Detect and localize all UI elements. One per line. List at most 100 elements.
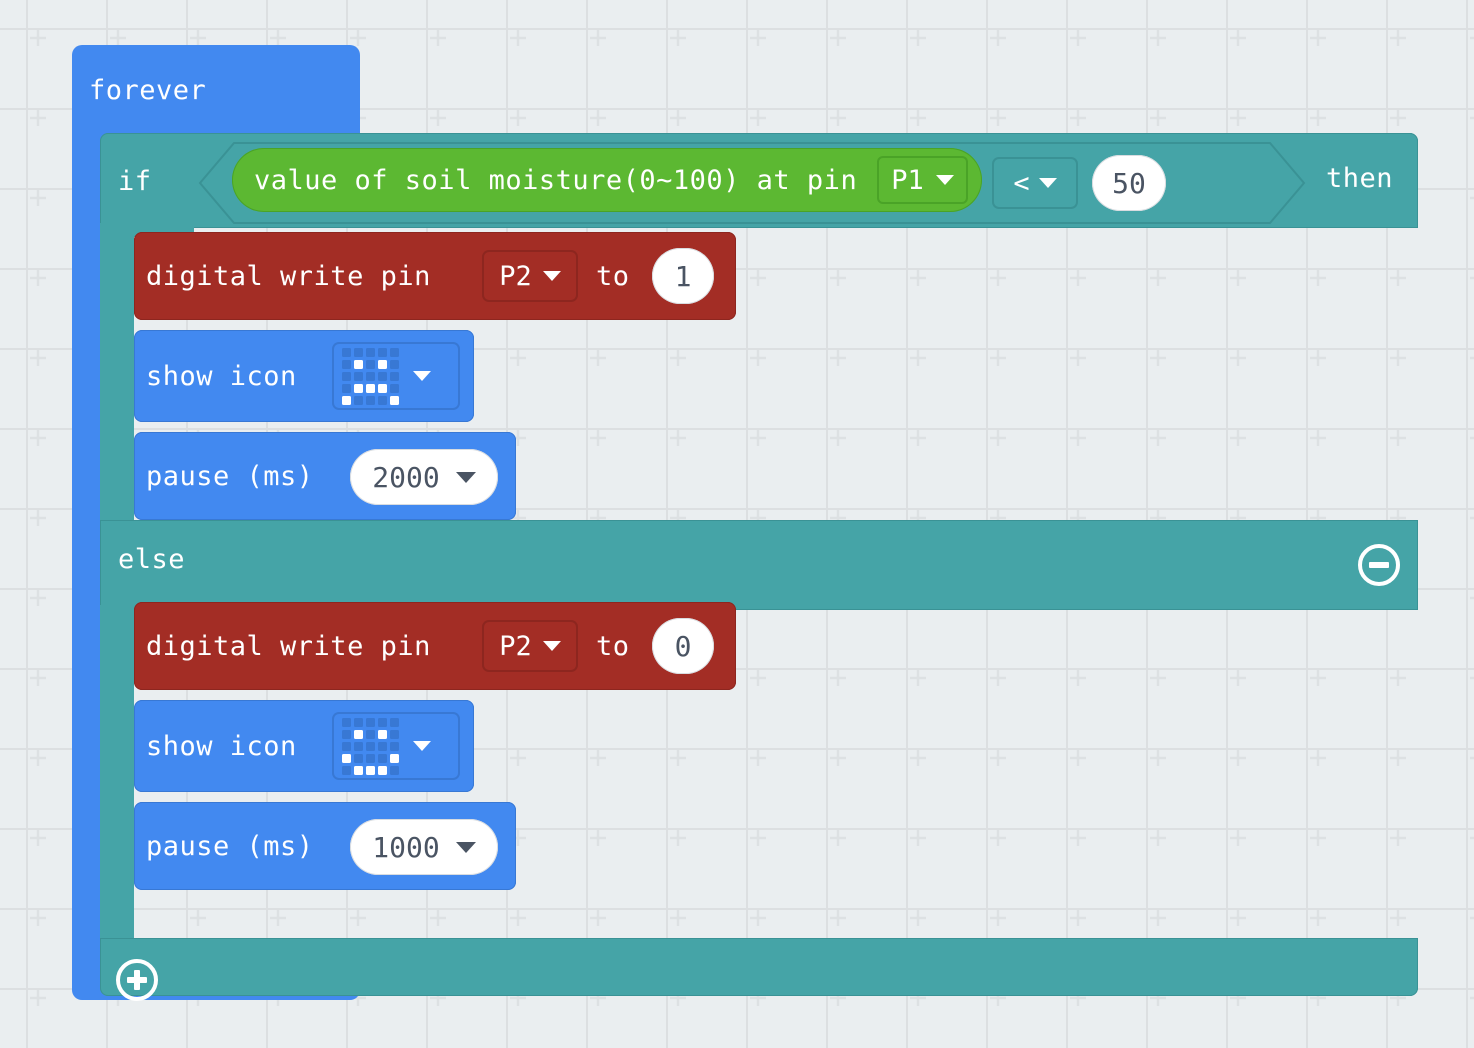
forever-label: forever <box>89 75 207 106</box>
digital-write-value: 1 <box>674 259 692 293</box>
led-on <box>390 753 399 763</box>
led-off <box>366 729 375 739</box>
led-off <box>366 395 375 405</box>
led-off <box>354 347 363 357</box>
led-on <box>366 383 375 393</box>
led-off <box>342 383 351 393</box>
comparison-number-field[interactable]: 50 <box>1092 155 1166 211</box>
pause-duration-dropdown[interactable]: 1000 <box>350 819 498 875</box>
chevron-down-icon <box>935 175 954 185</box>
led-on <box>378 359 387 369</box>
pause-label: pause (ms) <box>146 831 314 862</box>
digital-write-pin-value: P2 <box>499 630 532 662</box>
forever-block-header[interactable] <box>72 45 360 137</box>
led-off <box>378 371 387 381</box>
led-off <box>390 717 399 727</box>
led-off <box>366 347 375 357</box>
pause-block[interactable]: pause (ms) 2000 <box>134 432 516 520</box>
else-branch-spine <box>100 605 134 945</box>
comparison-operator-value: < <box>1013 167 1030 199</box>
digital-write-label: digital write pin <box>146 631 431 662</box>
digital-write-to-label: to <box>596 261 630 292</box>
led-on <box>378 383 387 393</box>
digital-write-block[interactable]: digital write pin P2 to 1 <box>134 232 736 320</box>
chevron-down-icon <box>413 371 431 381</box>
chevron-down-icon <box>542 271 561 281</box>
led-off <box>354 741 363 751</box>
plus-circle-icon[interactable] <box>116 959 158 1001</box>
chevron-down-icon <box>1038 178 1057 188</box>
pause-label: pause (ms) <box>146 461 314 492</box>
led-off <box>342 729 351 739</box>
led-off <box>390 729 399 739</box>
digital-write-label: digital write pin <box>146 261 431 292</box>
show-icon-label: show icon <box>146 361 297 392</box>
chevron-down-icon <box>542 641 561 651</box>
led-off <box>366 741 375 751</box>
soil-moisture-label: value of soil moisture(0~100) at pin <box>254 164 858 196</box>
led-off <box>390 741 399 751</box>
chevron-down-icon <box>455 841 476 853</box>
led-off <box>354 753 363 763</box>
led-off <box>354 717 363 727</box>
else-clause-header[interactable] <box>100 520 1418 610</box>
led-off <box>342 359 351 369</box>
led-off <box>378 717 387 727</box>
plus-bar-vertical <box>134 970 140 990</box>
if-label: if <box>118 166 152 197</box>
pause-duration-dropdown[interactable]: 2000 <box>350 449 498 505</box>
show-icon-block[interactable]: show icon <box>134 330 474 422</box>
comparison-number-value: 50 <box>1112 166 1146 200</box>
pause-block[interactable]: pause (ms) 1000 <box>134 802 516 890</box>
led-off <box>390 765 399 775</box>
digital-write-block[interactable]: digital write pin P2 to 0 <box>134 602 736 690</box>
led-off <box>342 347 351 357</box>
sad-face-led-icon <box>342 717 399 775</box>
minus-bar <box>1369 562 1389 568</box>
led-off <box>378 741 387 751</box>
digital-write-value: 0 <box>674 629 692 663</box>
pause-duration-value: 1000 <box>372 830 440 864</box>
led-off <box>342 371 351 381</box>
digital-write-value-field[interactable]: 1 <box>652 248 714 304</box>
digital-write-to-label: to <box>596 631 630 662</box>
led-off <box>354 395 363 405</box>
led-off <box>342 741 351 751</box>
led-matrix-dropdown[interactable] <box>332 712 460 780</box>
led-off <box>390 383 399 393</box>
led-on <box>342 395 351 405</box>
digital-write-pin-dropdown[interactable]: P2 <box>482 250 578 302</box>
minus-circle-icon[interactable] <box>1358 544 1400 586</box>
led-off <box>366 371 375 381</box>
led-on <box>366 765 375 775</box>
soil-moisture-reporter-block[interactable]: value of soil moisture(0~100) at pin P1 <box>232 148 982 212</box>
digital-write-pin-value: P2 <box>499 260 532 292</box>
soil-pin-dropdown[interactable]: P1 <box>877 156 968 204</box>
happy-face-led-icon <box>342 347 399 405</box>
led-on <box>390 395 399 405</box>
led-off <box>390 347 399 357</box>
led-off <box>342 717 351 727</box>
led-off <box>390 359 399 369</box>
led-off <box>366 359 375 369</box>
chevron-down-icon <box>455 471 476 483</box>
digital-write-value-field[interactable]: 0 <box>652 618 714 674</box>
led-matrix-dropdown[interactable] <box>332 342 460 410</box>
led-off <box>390 371 399 381</box>
digital-write-pin-dropdown[interactable]: P2 <box>482 620 578 672</box>
then-label: then <box>1326 163 1394 194</box>
led-off <box>378 395 387 405</box>
led-off <box>366 753 375 763</box>
show-icon-label: show icon <box>146 731 297 762</box>
led-off <box>354 371 363 381</box>
chevron-down-icon <box>413 741 431 751</box>
if-branch-spine <box>100 223 134 526</box>
led-on <box>342 753 351 763</box>
show-icon-block[interactable]: show icon <box>134 700 474 792</box>
led-on <box>354 765 363 775</box>
comparison-operator-dropdown[interactable]: < <box>992 157 1078 209</box>
led-on <box>378 765 387 775</box>
soil-pin-value: P1 <box>891 164 924 196</box>
led-on <box>378 729 387 739</box>
